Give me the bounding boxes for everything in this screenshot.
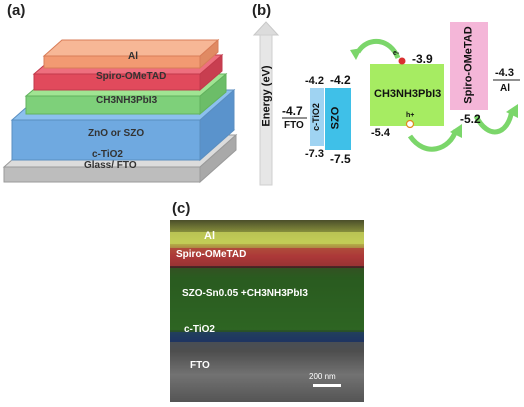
fto-value: -4.7 [282, 104, 303, 118]
sem-absorber-layer [170, 268, 364, 330]
sem-spiro-layer [170, 248, 364, 266]
panel-label-b: (b) [252, 2, 272, 19]
stack-label-ctio2: c-TiO2 [92, 149, 123, 160]
stack-label-perovskite: CH3NH3PbI3 [96, 95, 158, 106]
stack-label-glass: Glass/ FTO [84, 160, 137, 171]
perovskite-band-label: CH3NH3PbI3 [374, 88, 442, 100]
stack-label-al: Al [128, 51, 138, 62]
sem-label-fto: FTO [190, 360, 210, 371]
panel-label-a: (a) [7, 2, 26, 19]
al-top [42, 39, 220, 57]
perovskite-top-value: -3.9 [412, 52, 433, 66]
energy-axis-arrowhead [252, 21, 280, 36]
energy-level-diagram: Energy (eV) -4.7 FTO -4.2 -7.3 c-TiO2 -4… [250, 0, 524, 200]
electron-label: e- [393, 50, 400, 57]
perovskite-bottom-value: -5.4 [371, 127, 390, 139]
hole-dot [405, 119, 415, 129]
sem-label-spiro: Spiro-OMeTAD [176, 249, 247, 260]
sem-scale-bar [313, 384, 341, 387]
hole-arrowhead-1 [450, 124, 462, 138]
electron-dot [398, 57, 406, 65]
sem-fto-layer [170, 342, 364, 402]
sem-cross-section: Al Spiro-OMeTAD SZO-Sn0.05 +CH3NH3PbI3 c… [170, 220, 364, 402]
al-value: -4.3 [495, 67, 514, 79]
ctio2-band-label: c-TiO2 [310, 103, 321, 131]
device-stack-svg [2, 38, 238, 184]
hole-arrowhead-2 [506, 104, 518, 118]
ctio2-bottom-value: -7.3 [305, 148, 324, 160]
electron-arrowhead [350, 48, 362, 60]
spiro-bottom-value: -5.2 [460, 112, 481, 126]
szo-top-value: -4.2 [330, 73, 351, 87]
energy-axis-label: Energy (eV) [260, 65, 273, 127]
al-label: Al [500, 83, 510, 94]
hole-transfer-arrow-2 [473, 109, 515, 135]
ctio2-band [310, 88, 324, 146]
panel-label-c: (c) [172, 200, 191, 217]
sem-ctio2-layer [170, 332, 364, 342]
stack-label-spiro: Spiro-OMeTAD [96, 71, 167, 82]
spiro-band [450, 22, 488, 110]
szo-band [325, 88, 351, 150]
hole-label: h+ [406, 112, 415, 119]
sem-al-layer [170, 232, 364, 244]
energy-axis-shaft [259, 34, 273, 186]
sem-label-al: Al [204, 230, 215, 242]
szo-band-label: SZO [329, 106, 342, 130]
szo-bottom-value: -7.5 [330, 152, 351, 166]
sem-scale-label: 200 nm [309, 372, 336, 381]
hole-transfer-arrow-1 [407, 129, 459, 152]
device-stack-figure: Al Spiro-OMeTAD CH3NH3PbI3 ZnO or SZO c-… [0, 0, 250, 200]
sem-image [170, 220, 364, 402]
perovskite-band [370, 64, 444, 126]
spiro-band-label: Spiro-OMeTAD [462, 26, 475, 104]
sem-label-absorber: SZO-Sn0.05 +CH3NH3PbI3 [182, 288, 308, 299]
sem-label-ctio2: c-TiO2 [184, 324, 215, 335]
electron-transfer-arrow [355, 39, 401, 60]
stack-label-zno: ZnO or SZO [88, 128, 145, 139]
ctio2-top-value: -4.2 [305, 75, 324, 87]
glass-fto-side [199, 133, 237, 184]
energy-diagram-svg [252, 21, 520, 186]
fto-label: FTO [284, 120, 304, 131]
al-front [43, 55, 201, 69]
